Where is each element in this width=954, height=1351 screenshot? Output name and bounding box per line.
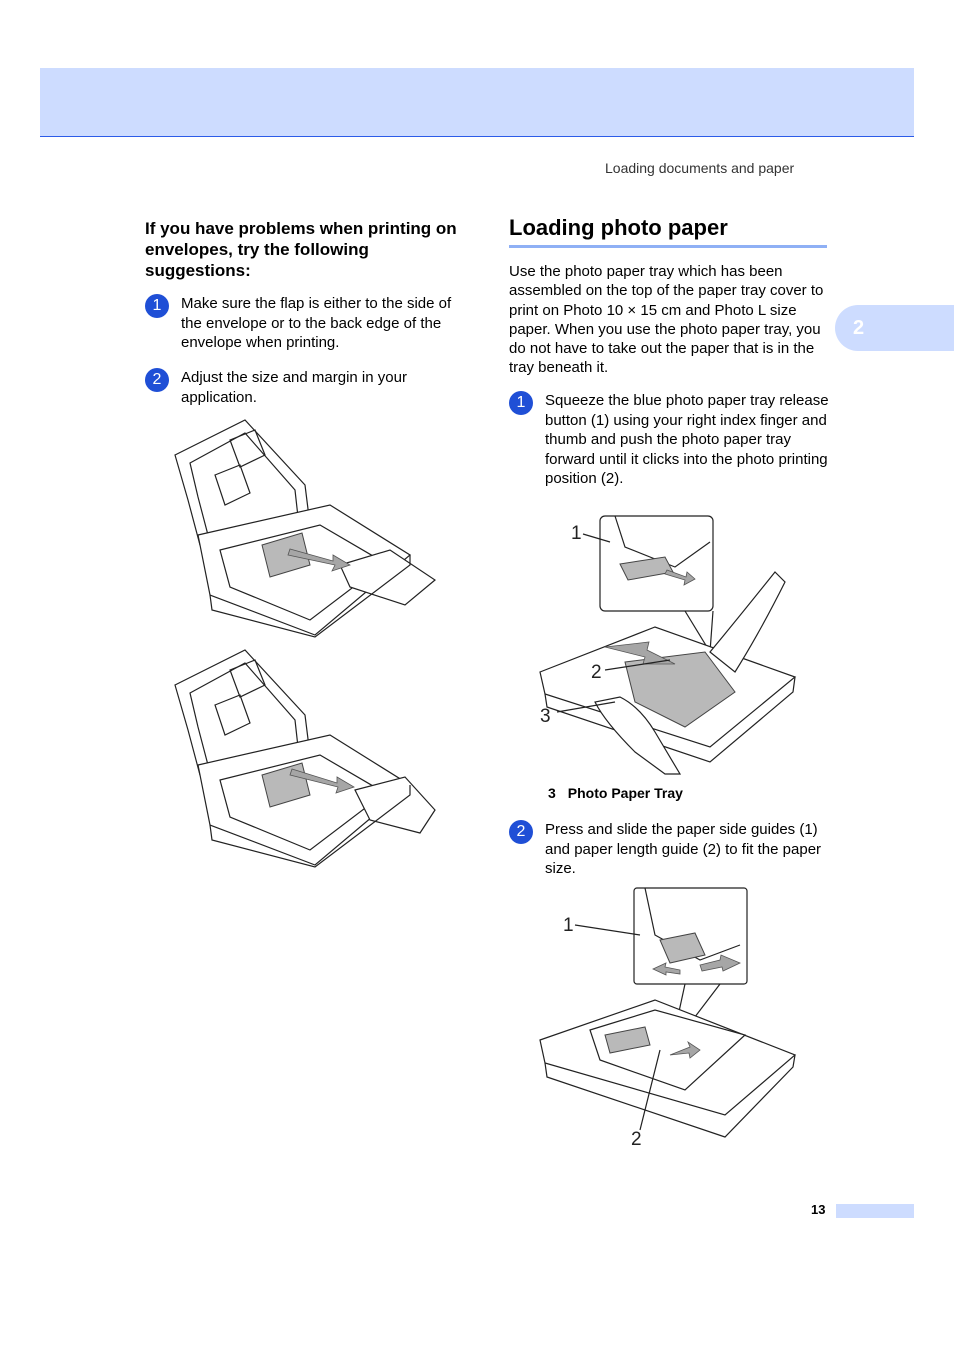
- photo-tray-release-illustration: 1 2 3: [539, 515, 797, 775]
- callout-3: 3: [540, 706, 551, 727]
- step-number-badge: 1: [509, 391, 533, 415]
- running-head: Loading documents and paper: [605, 160, 795, 176]
- step-number-badge: 1: [145, 294, 169, 318]
- envelope-problems-heading: If you have problems when printing on en…: [145, 219, 457, 280]
- callout-2: 2: [631, 1129, 642, 1150]
- callout-2: 2: [591, 662, 602, 683]
- step-text: Adjust the size and margin in your appli…: [181, 369, 407, 406]
- page-number-bar: [836, 1204, 914, 1218]
- envelope-tray-illustration-2: [174, 649, 436, 868]
- left-step-1: 1 Make sure the flap is either to the si…: [145, 294, 465, 353]
- step-number-badge: 2: [145, 368, 169, 392]
- callout-1: 1: [563, 915, 574, 936]
- right-step-1: 1 Squeeze the blue photo paper tray rele…: [509, 391, 829, 489]
- intro-paragraph: Use the photo paper tray which has been …: [509, 263, 824, 377]
- chapter-tab: 2: [835, 305, 954, 351]
- step-text: Squeeze the blue photo paper tray releas…: [545, 392, 829, 487]
- right-step-2: 2 Press and slide the paper side guides …: [509, 820, 829, 879]
- chapter-tab-label: 2: [853, 316, 865, 339]
- step-text: Press and slide the paper side guides (1…: [545, 821, 822, 877]
- figure-caption: 3 Photo Paper Tray: [548, 785, 683, 801]
- callout-1: 1: [571, 523, 582, 544]
- left-step-2: 2 Adjust the size and margin in your app…: [145, 368, 445, 407]
- envelope-tray-illustration-1: [174, 419, 437, 638]
- paper-guides-illustration: 1 2: [539, 887, 797, 1150]
- section-title: Loading photo paper: [509, 215, 827, 248]
- step-text: Make sure the flap is either to the side…: [181, 295, 452, 351]
- step-number-badge: 2: [509, 820, 533, 844]
- caption-number: 3: [548, 785, 556, 801]
- header-band: [40, 68, 914, 137]
- page-number: 13: [811, 1202, 826, 1217]
- caption-text: Photo Paper Tray: [567, 785, 683, 801]
